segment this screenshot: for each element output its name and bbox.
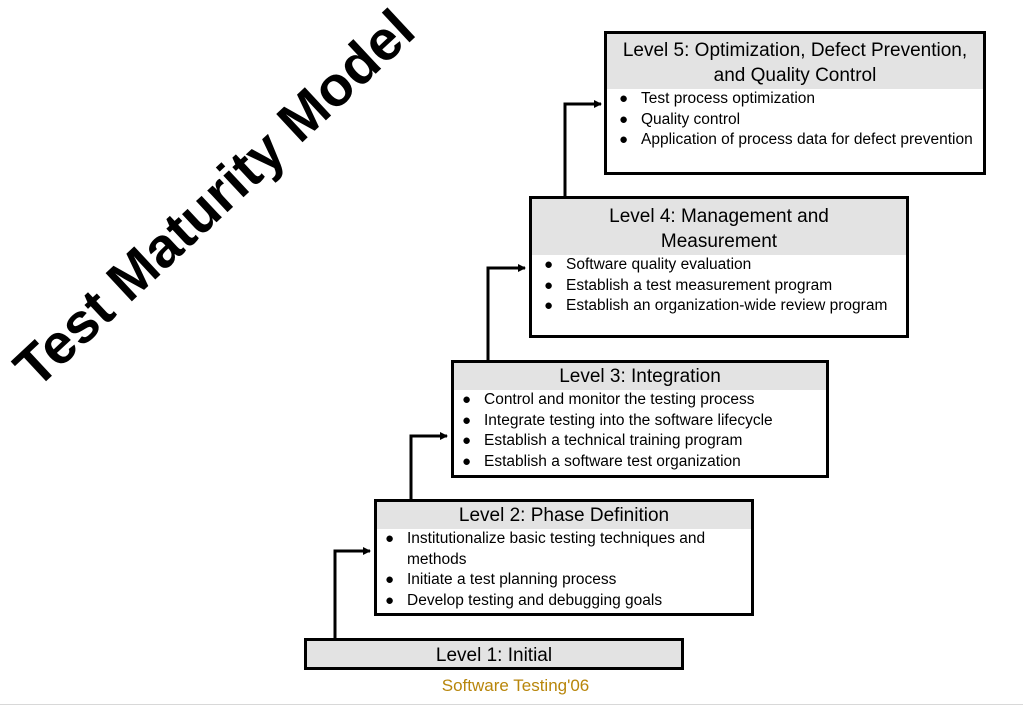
bullet-icon: ● bbox=[385, 571, 395, 588]
bullet-icon: ● bbox=[462, 432, 472, 449]
level-3-box: Level 3: Integration ●Control and monito… bbox=[451, 360, 829, 478]
level-3-header: Level 3: Integration bbox=[454, 363, 826, 390]
level-4-header: Level 4: Management and Measurement bbox=[532, 199, 906, 255]
bullet-icon: ● bbox=[619, 90, 629, 107]
list-item: ●Quality control bbox=[611, 110, 977, 131]
level-4-items: ●Software quality evaluation ●Establish … bbox=[532, 255, 906, 317]
list-item: ●Initiate a test planning process bbox=[377, 570, 721, 591]
level-5-box: Level 5: Optimization, Defect Prevention… bbox=[604, 31, 986, 175]
level-3-items: ●Control and monitor the testing process… bbox=[454, 390, 826, 472]
level-1-box: Level 1: Initial bbox=[304, 638, 684, 670]
level-2-box: Level 2: Phase Definition ●Institutional… bbox=[374, 499, 754, 616]
level-5-items: ●Test process optimization ●Quality cont… bbox=[607, 89, 983, 151]
footer-text: Software Testing'06 bbox=[441, 676, 590, 695]
list-item: ●Software quality evaluation bbox=[536, 255, 900, 276]
arrow-level3-to-level4 bbox=[486, 264, 526, 361]
list-item: ●Establish a test measurement program bbox=[536, 276, 900, 297]
bullet-icon: ● bbox=[462, 452, 472, 470]
bullet-icon: ● bbox=[544, 297, 554, 314]
list-item: ●Integrate testing into the software lif… bbox=[454, 411, 820, 432]
list-item: ●Establish a technical training program bbox=[454, 431, 820, 452]
arrow-level4-to-level5 bbox=[563, 100, 602, 197]
arrow-level1-to-level2 bbox=[333, 547, 371, 639]
bottom-divider bbox=[0, 704, 1023, 705]
level-4-box: Level 4: Management and Measurement ●Sof… bbox=[529, 196, 909, 338]
list-item: ●Develop testing and debugging goals bbox=[377, 591, 721, 612]
list-item: ●Establish an organization-wide review p… bbox=[536, 296, 900, 317]
bullet-icon: ● bbox=[385, 530, 395, 547]
level-1-header: Level 1: Initial bbox=[307, 641, 681, 667]
list-item: ●Control and monitor the testing process bbox=[454, 390, 820, 411]
level-2-header: Level 2: Phase Definition bbox=[377, 502, 751, 529]
list-item: ●Establish a software test organization bbox=[454, 452, 820, 473]
level-5-header: Level 5: Optimization, Defect Prevention… bbox=[607, 34, 983, 89]
bullet-icon: ● bbox=[619, 110, 629, 128]
bullet-icon: ● bbox=[462, 391, 472, 408]
bullet-icon: ● bbox=[385, 591, 395, 609]
list-item: ●Institutionalize basic testing techniqu… bbox=[385, 530, 706, 568]
bullet-icon: ● bbox=[544, 276, 554, 294]
list-item: ●Test process optimization bbox=[611, 89, 977, 110]
bullet-icon: ● bbox=[462, 411, 472, 429]
arrow-level2-to-level3 bbox=[409, 432, 448, 500]
list-item: ●Application of process data for defect … bbox=[611, 130, 977, 151]
bullet-icon: ● bbox=[619, 131, 629, 148]
bullet-icon: ● bbox=[544, 256, 554, 273]
level-2-items: ●Institutionalize basic testing techniqu… bbox=[377, 529, 751, 611]
